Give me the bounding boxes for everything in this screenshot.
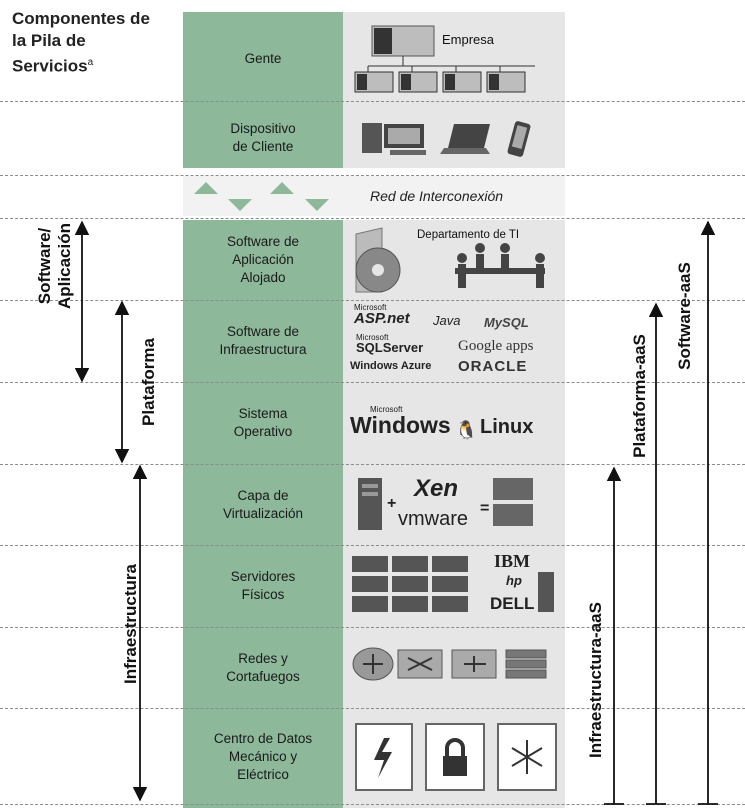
infrastructure-axis-label: Infraestructura bbox=[121, 564, 140, 684]
router-icon bbox=[352, 647, 394, 681]
platform-axis-label: Plataforma bbox=[139, 338, 158, 426]
vmware-logo: vmware bbox=[398, 508, 469, 530]
separator bbox=[0, 218, 745, 219]
laptop-icon bbox=[440, 124, 490, 154]
tux-icon: 🐧 bbox=[455, 420, 478, 440]
meeting-icon bbox=[455, 243, 545, 288]
saas-axis-label: Software-aaS bbox=[675, 262, 694, 370]
separator bbox=[0, 545, 745, 546]
microsoft-label-2: Microsoft bbox=[356, 333, 389, 342]
microsoft-label-3: Microsoft bbox=[370, 405, 403, 414]
iaas-axis-label: Infraestructura-aaS bbox=[586, 602, 605, 758]
network-row bbox=[183, 176, 565, 216]
windows-azure-logo: Windows Azure bbox=[350, 360, 432, 372]
separator bbox=[0, 708, 745, 709]
sun-logo-block bbox=[538, 572, 554, 612]
lock-icon bbox=[425, 723, 485, 791]
microsoft-label-1: Microsoft bbox=[354, 303, 387, 312]
software-axis-label: Software/Aplicación bbox=[35, 223, 74, 309]
oracle-logo: ORACLE bbox=[458, 358, 528, 375]
layer-band-top bbox=[183, 12, 343, 168]
title-line-3: Servicios bbox=[12, 56, 88, 76]
title-superscript: a bbox=[87, 57, 94, 68]
mysql-logo: MySQL bbox=[484, 315, 529, 330]
dell-logo: DELL bbox=[490, 594, 535, 613]
title-line-1: Componentes de bbox=[12, 9, 150, 28]
plus-sign: + bbox=[387, 495, 397, 512]
hp-logo: hp bbox=[506, 573, 522, 588]
google-apps-logo: Google apps bbox=[458, 338, 534, 354]
dept-ti-label: Departamento de TI bbox=[417, 229, 520, 241]
network-label: Red de Interconexión bbox=[370, 188, 504, 204]
firewall-icon bbox=[505, 649, 547, 679]
power-icon bbox=[355, 723, 413, 791]
separator bbox=[0, 804, 745, 805]
separator bbox=[0, 300, 745, 301]
title-line-2: la Pila de bbox=[12, 31, 86, 50]
server-rack-icon bbox=[352, 556, 468, 612]
ibm-logo: IBM bbox=[494, 551, 530, 571]
server-icon bbox=[358, 478, 533, 530]
diagram-title: Componentes de la Pila de Serviciosa bbox=[12, 8, 150, 78]
org-chart-icon bbox=[354, 25, 535, 93]
network-triangles bbox=[194, 182, 329, 211]
layer-band-bottom bbox=[183, 220, 343, 808]
layer-gente: Gente bbox=[183, 22, 343, 96]
snowflake-icon bbox=[497, 723, 557, 791]
equals-sign: = bbox=[480, 500, 490, 517]
windows-logo: Windows bbox=[350, 412, 451, 438]
cd-box-icon bbox=[355, 227, 401, 293]
aspnet-logo: ASP.net bbox=[354, 310, 410, 327]
separator bbox=[0, 101, 745, 102]
xen-logo: Xen bbox=[414, 475, 459, 502]
separator bbox=[0, 627, 745, 628]
java-logo: Java bbox=[433, 313, 461, 328]
desktop-icon bbox=[362, 123, 426, 155]
phone-icon bbox=[507, 121, 531, 157]
linux-logo: Linux bbox=[480, 416, 534, 438]
paas-axis-label: Plataforma-aaS bbox=[630, 334, 649, 458]
layer-label: Gente bbox=[244, 51, 282, 66]
separator bbox=[0, 464, 745, 465]
separator bbox=[0, 175, 745, 176]
empresa-label: Empresa bbox=[442, 32, 495, 47]
sqlserver-logo: SQLServer bbox=[356, 340, 424, 355]
separator bbox=[0, 382, 745, 383]
switch-icon bbox=[397, 649, 497, 679]
